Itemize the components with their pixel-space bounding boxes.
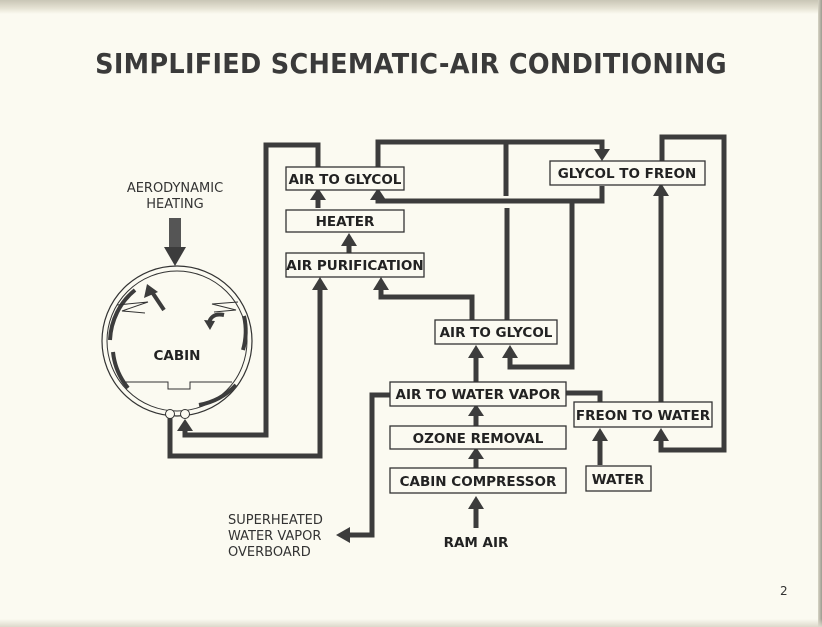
- cabin-outlet-port: [165, 409, 175, 419]
- box-air-to-glycol-mid: AIR TO GLYCOL: [434, 319, 558, 345]
- wall-flow-arc-right: [241, 315, 248, 351]
- wall-flow-arc-bottom-right: [198, 383, 238, 407]
- arrow-up-icon: [312, 277, 328, 290]
- flow-line-glycol-to-mid: [507, 201, 575, 370]
- arrow-up-icon: [468, 345, 484, 358]
- aerodynamic-heating: AERODYNAMIC HEATING: [127, 181, 223, 266]
- flow-line-glycol-header: [375, 139, 605, 168]
- box-water: WATER: [585, 465, 652, 492]
- box-label: AIR TO GLYCOL: [289, 172, 402, 188]
- flow-line-cabin-to-purification: [167, 288, 323, 459]
- heating-arrow-down-icon: [164, 247, 186, 266]
- vent-left-icon: [116, 301, 149, 314]
- box-air-to-glycol-top: AIR TO GLYCOL: [285, 166, 405, 191]
- cabin-return-arrow-icon: [204, 320, 215, 330]
- cabin-air-arrow-icon: [144, 284, 158, 298]
- page-top-shadow: [0, 0, 822, 14]
- wall-flow-arc-left-lower: [111, 351, 130, 390]
- arrowheads: [177, 149, 669, 543]
- arrow-up-icon: [502, 345, 518, 358]
- box-air-purification: AIR PURIFICATION: [285, 252, 425, 278]
- box-cabin-compressor: CABIN COMPRESSOR: [389, 467, 567, 494]
- cabin-floor: [124, 381, 232, 390]
- flow-line-glycol-return: [375, 186, 605, 204]
- box-label: HEATER: [316, 214, 375, 230]
- cabin-outer-wall: [101, 265, 253, 417]
- arrow-left-icon: [336, 527, 350, 543]
- aerodynamic-heating-label-line1: AERODYNAMIC: [127, 181, 223, 196]
- flow-line-glycol-to-cabin: [182, 142, 321, 438]
- box-ozone-removal: OZONE REMOVAL: [389, 425, 567, 450]
- wall-flow-arc-left-upper: [108, 288, 137, 341]
- box-freon-to-water: FREON TO WATER: [573, 401, 713, 428]
- cabin-inner-wall: [106, 270, 248, 412]
- page-right-edge: [818, 0, 822, 627]
- arrow-up-icon: [653, 183, 669, 196]
- box-label: AIR TO GLYCOL: [440, 325, 553, 341]
- flow-line-overboard: [348, 392, 390, 538]
- arrow-up-icon: [341, 233, 357, 246]
- box-label: WATER: [592, 472, 645, 488]
- box-label: OZONE REMOVAL: [413, 431, 544, 447]
- cabin-air-arrow-shaft: [150, 290, 166, 312]
- box-glycol-to-freon: GLYCOL TO FREON: [549, 160, 706, 186]
- cabin-cross-section-icon: CABIN: [101, 265, 253, 419]
- flow-line-freon-return: [658, 134, 727, 453]
- arrow-up-icon: [468, 404, 484, 416]
- cabin-label: CABIN: [154, 348, 201, 364]
- arrow-up-icon: [468, 447, 484, 459]
- page-bottom-edge: [0, 619, 822, 627]
- overboard-label-line1: SUPERHEATED: [228, 513, 323, 528]
- overboard-label-line2: WATER VAPOR: [228, 529, 321, 544]
- flow-line-vapor-to-freon: [566, 390, 603, 402]
- arrow-down-icon: [594, 149, 610, 161]
- flow-line-mid-to-purification: [378, 290, 475, 320]
- box-air-to-water-vapor: AIR TO WATER VAPOR: [389, 381, 567, 407]
- overboard-label-line3: OVERBOARD: [228, 545, 311, 560]
- box-label: GLYCOL TO FREON: [558, 166, 697, 182]
- box-label: FREON TO WATER: [576, 408, 711, 424]
- heating-arrow-shaft: [169, 218, 181, 248]
- arrow-up-icon: [177, 419, 193, 431]
- box-label: AIR PURIFICATION: [286, 258, 423, 274]
- cabin-inlet-port: [180, 409, 190, 419]
- box-label: CABIN COMPRESSOR: [400, 474, 557, 490]
- arrow-up-icon: [370, 188, 386, 200]
- box-heater: HEATER: [285, 209, 405, 233]
- arrow-up-icon: [653, 428, 669, 441]
- arrow-up-icon: [468, 496, 484, 509]
- arrow-up-icon: [373, 277, 389, 290]
- aerodynamic-heating-label-line2: HEATING: [146, 197, 203, 212]
- box-label: AIR TO WATER VAPOR: [396, 387, 562, 403]
- overboard-label: SUPERHEATED WATER VAPOR OVERBOARD: [228, 513, 323, 560]
- ram-air-label: RAM AIR: [444, 535, 509, 551]
- vent-right-icon: [211, 301, 239, 313]
- page-number: 2: [780, 584, 788, 598]
- page-title: SIMPLIFIED SCHEMATIC-AIR CONDITIONING: [95, 48, 727, 80]
- arrow-up-icon: [310, 188, 326, 200]
- arrow-up-icon: [592, 428, 608, 441]
